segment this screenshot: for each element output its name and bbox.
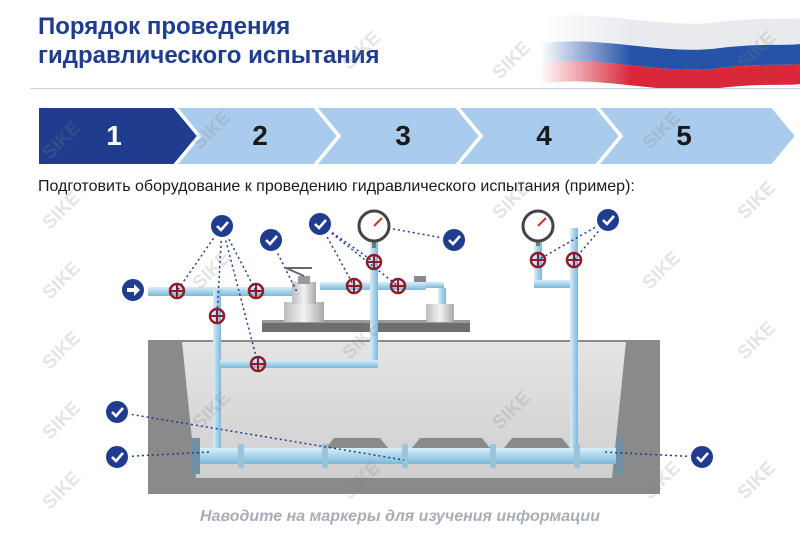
check-circle-icon[interactable] — [441, 227, 467, 253]
step-1-label[interactable]: 1 — [106, 120, 122, 151]
water-tank — [414, 276, 454, 322]
step-chevron-1[interactable] — [38, 107, 200, 165]
info-markers — [104, 207, 715, 470]
check-circle-icon[interactable] — [689, 444, 715, 470]
check-circle-icon[interactable] — [307, 211, 333, 237]
valve-handwheel-icon — [565, 251, 583, 269]
check-circle-icon[interactable] — [258, 227, 284, 253]
step-chevron-5[interactable] — [596, 107, 796, 165]
pressure-pipeline — [220, 230, 446, 368]
title-line-2: гидравлического испытания — [38, 42, 380, 69]
header-divider — [30, 88, 800, 89]
instruction-text: Подготовить оборудование к проведению ги… — [38, 178, 635, 195]
pressure-gauge-1 — [357, 209, 391, 248]
check-circle-icon[interactable] — [209, 213, 235, 239]
step-chevron-3[interactable] — [314, 107, 482, 165]
valve-handwheel-icon — [168, 282, 186, 300]
step-3-label[interactable]: 3 — [395, 120, 411, 151]
pump-platform — [262, 320, 470, 332]
page-title: Порядок проведения гидравлического испыт… — [38, 12, 380, 70]
check-circle-icon[interactable] — [104, 444, 130, 470]
pressure-gauge-2 — [521, 209, 555, 246]
title-line-1: Порядок проведения — [38, 13, 291, 40]
russian-flag-decoration — [540, 0, 800, 88]
step-progress-bar — [38, 107, 796, 165]
valve-icons — [168, 251, 583, 373]
inlet-pipeline — [148, 287, 298, 450]
arrow-right-circle-icon[interactable] — [120, 277, 146, 303]
step-4-label[interactable]: 4 — [536, 120, 552, 151]
test-pipeline — [192, 438, 624, 474]
step-chevron-2[interactable] — [174, 107, 340, 165]
check-circle-icon[interactable] — [595, 207, 621, 233]
valve-handwheel-icon — [389, 277, 407, 295]
watermark: SIKE — [488, 37, 535, 84]
test-pump — [284, 267, 324, 322]
step-2-label[interactable]: 2 — [252, 120, 268, 151]
step-5-label[interactable]: 5 — [676, 120, 692, 151]
hover-hint-text: Наводите на маркеры для изучения информа… — [200, 508, 600, 525]
check-circle-icon[interactable] — [104, 399, 130, 425]
step-chevron-4[interactable] — [456, 107, 622, 165]
hydraulic-test-diagram — [104, 207, 715, 494]
valve-handwheel-icon — [247, 282, 265, 300]
valve-handwheel-icon — [249, 355, 267, 373]
